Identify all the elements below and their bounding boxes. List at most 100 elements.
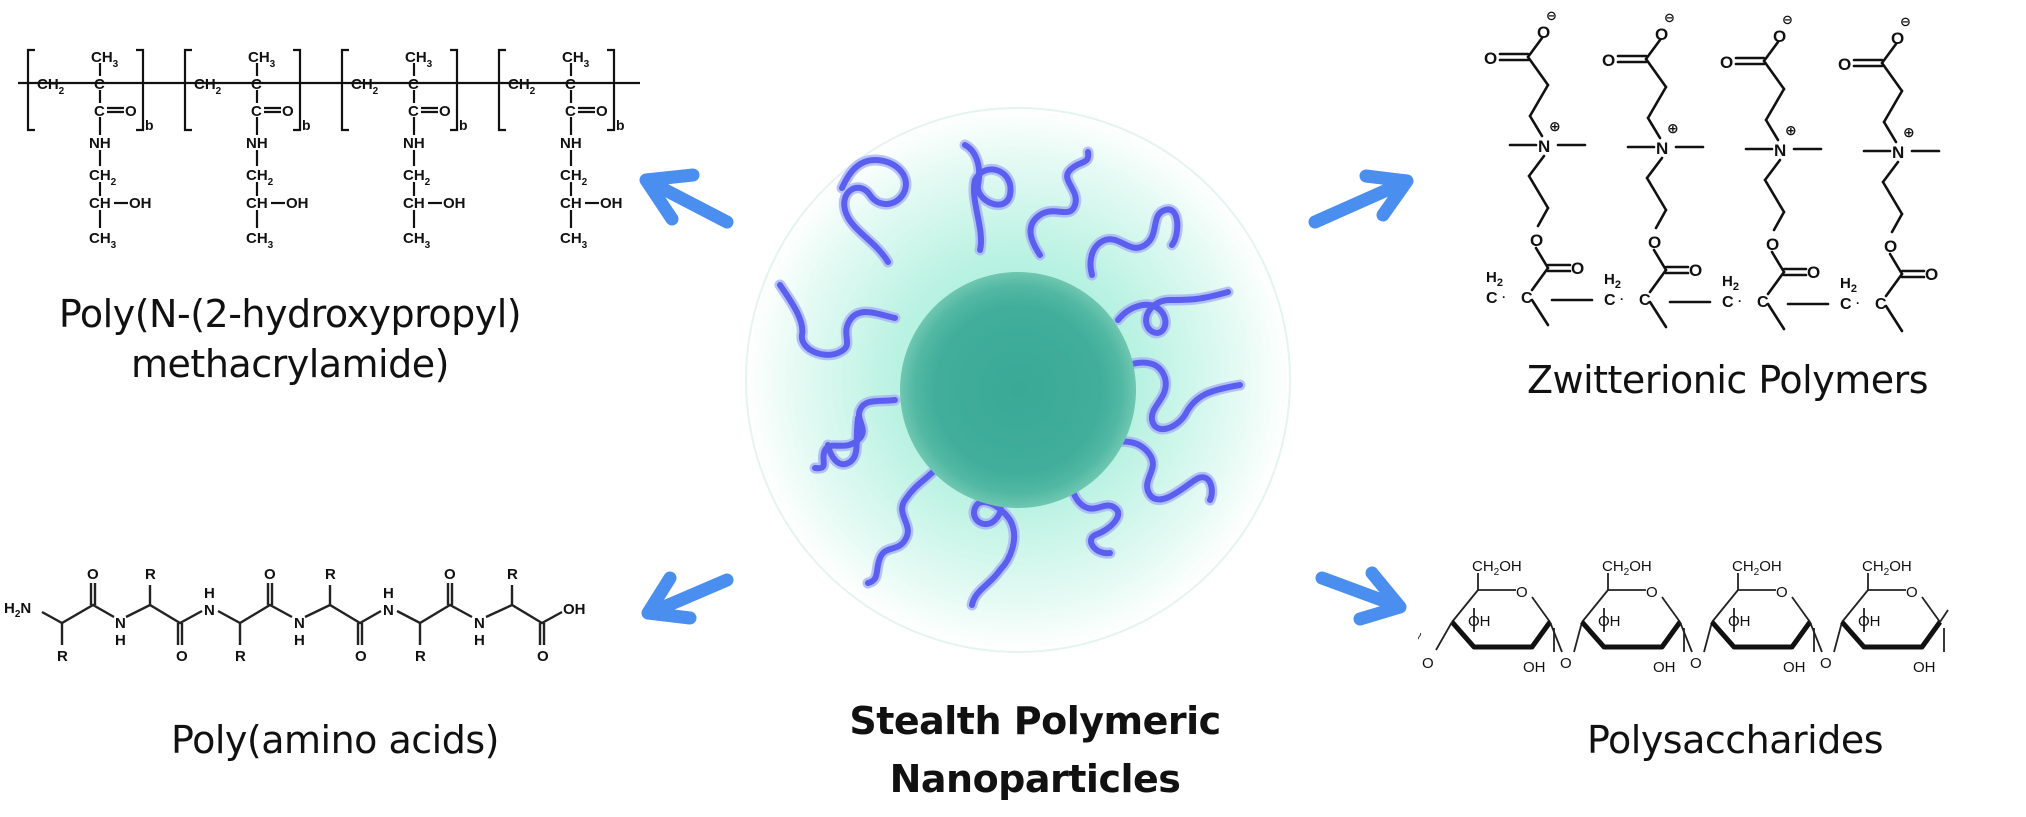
svg-text:O: O [355, 648, 367, 665]
svg-text:OH: OH [1598, 613, 1621, 630]
svg-text:CH2: CH2 [37, 76, 65, 97]
svg-text:⊕: ⊕ [1667, 120, 1679, 136]
svg-text:⊕: ⊕ [1903, 124, 1915, 140]
svg-text:H: H [474, 632, 485, 649]
hpma-label-line1: Poly(N-(2-hydroxypropyl) [58, 292, 522, 336]
svg-text:C: C [94, 103, 105, 120]
svg-text:CH: CH [403, 195, 425, 212]
svg-text:OH: OH [286, 195, 309, 212]
svg-text:b: b [616, 117, 625, 133]
svg-text:N: N [1892, 143, 1904, 162]
svg-text:O: O [1720, 53, 1733, 72]
svg-text:OH: OH [443, 195, 466, 212]
svg-text:R: R [507, 566, 518, 583]
svg-text:CH2: CH2 [246, 167, 274, 188]
polysaccharide-structure: CH2OH O OH OH O CH2OH O OH [1411, 558, 1949, 676]
svg-text:R: R [415, 648, 426, 665]
svg-text:O: O [282, 103, 294, 120]
arrow-to-polysaccharides-icon [1315, 566, 1407, 626]
svg-text:CH3: CH3 [405, 49, 433, 70]
svg-text:H2: H2 [1604, 271, 1621, 291]
svg-text:O: O [1891, 29, 1904, 48]
svg-text:CH: CH [560, 195, 582, 212]
svg-text:CH3: CH3 [91, 49, 119, 70]
svg-text:CH3: CH3 [562, 49, 590, 70]
nanoparticle-label-line1: Stealth Polymeric [849, 699, 1221, 743]
svg-text:H2: H2 [1486, 269, 1503, 289]
svg-text:CH2: CH2 [194, 76, 222, 97]
svg-text:NH: NH [246, 135, 268, 152]
svg-text:⊕: ⊕ [1549, 118, 1561, 134]
svg-text:⊕: ⊕ [1785, 122, 1797, 138]
svg-text:CH3: CH3 [246, 230, 274, 251]
svg-text:O: O [1422, 655, 1434, 672]
svg-text:⊖: ⊖ [1782, 12, 1793, 27]
svg-text:R: R [145, 566, 156, 583]
zwitterionic-label: Zwitterionic Polymers [1526, 358, 1929, 402]
svg-text:H2N: H2N [4, 600, 31, 620]
nanoparticle-label-line2: Nanoparticles [889, 757, 1181, 801]
svg-text:R: R [325, 566, 336, 583]
svg-text:H: H [383, 585, 394, 602]
svg-text:O: O [1820, 655, 1832, 672]
polysaccharides-label: Polysaccharides [1586, 718, 1884, 762]
svg-text:N: N [204, 602, 215, 619]
svg-text:b: b [302, 117, 311, 133]
svg-text:·: · [1502, 290, 1506, 304]
peptide-atom-labels: H2N R O NH R O HN R O NH R O HN R O NH R… [4, 566, 586, 665]
nanoparticle [745, 107, 1291, 653]
svg-text:O: O [1906, 584, 1918, 601]
svg-text:O: O [1530, 231, 1543, 250]
svg-text:C: C [251, 76, 262, 93]
svg-text:CH2: CH2 [351, 76, 379, 97]
svg-text:OH: OH [1653, 659, 1676, 676]
svg-text:C: C [1722, 294, 1734, 311]
svg-text:CH3: CH3 [248, 49, 276, 70]
hpma-atom-labels: CH2 CH3 C C O b NH CH2 CH OH CH3 CH2 CH3… [37, 49, 625, 251]
svg-text:OH: OH [1468, 613, 1491, 630]
svg-text:O: O [1516, 584, 1528, 601]
svg-text:·: · [1738, 294, 1742, 308]
nanoparticle-label: Stealth Polymeric Nanoparticles [800, 692, 1270, 808]
svg-text:b: b [459, 117, 468, 133]
svg-text:O: O [1884, 237, 1897, 256]
hpma-label-line2: methacrylamide) [131, 342, 449, 386]
svg-text:O: O [1560, 655, 1572, 672]
svg-text:·: · [1856, 296, 1860, 310]
svg-text:O: O [537, 648, 549, 665]
nanoparticle-core [900, 272, 1136, 508]
arrow-to-zwitterionic-icon [1308, 169, 1414, 229]
svg-text:C: C [1757, 294, 1769, 311]
svg-text:NH: NH [89, 135, 111, 152]
svg-text:O: O [1537, 23, 1550, 42]
svg-text:b: b [145, 117, 154, 133]
svg-text:O: O [1773, 27, 1786, 46]
svg-text:CH2OH: CH2OH [1732, 558, 1782, 578]
svg-text:N: N [1656, 139, 1668, 158]
svg-text:N: N [294, 615, 305, 632]
svg-text:O: O [444, 566, 456, 583]
svg-text:C: C [1604, 292, 1616, 309]
svg-text:O: O [1655, 25, 1668, 44]
svg-text:C: C [565, 103, 576, 120]
svg-text:O: O [87, 566, 99, 583]
svg-text:H2: H2 [1840, 275, 1857, 295]
svg-text:~: ~ [1411, 630, 1428, 643]
svg-text:⊖: ⊖ [1900, 14, 1911, 29]
svg-text:CH2: CH2 [508, 76, 536, 97]
svg-text:C: C [1486, 290, 1498, 307]
svg-text:CH2OH: CH2OH [1602, 558, 1652, 578]
arrow-to-poly-amino-acids-icon [641, 571, 734, 625]
svg-text:OH: OH [129, 195, 152, 212]
svg-text:O: O [1646, 584, 1658, 601]
hpma-label: Poly(N-(2-hydroxypropyl) methacrylamide) [40, 292, 540, 386]
svg-text:C: C [94, 76, 105, 93]
svg-text:R: R [57, 648, 68, 665]
svg-text:C: C [251, 103, 262, 120]
svg-text:·: · [1620, 292, 1624, 306]
svg-text:C: C [565, 76, 576, 93]
svg-text:CH2: CH2 [89, 167, 117, 188]
svg-text:O: O [1648, 233, 1661, 252]
svg-text:N: N [474, 615, 485, 632]
